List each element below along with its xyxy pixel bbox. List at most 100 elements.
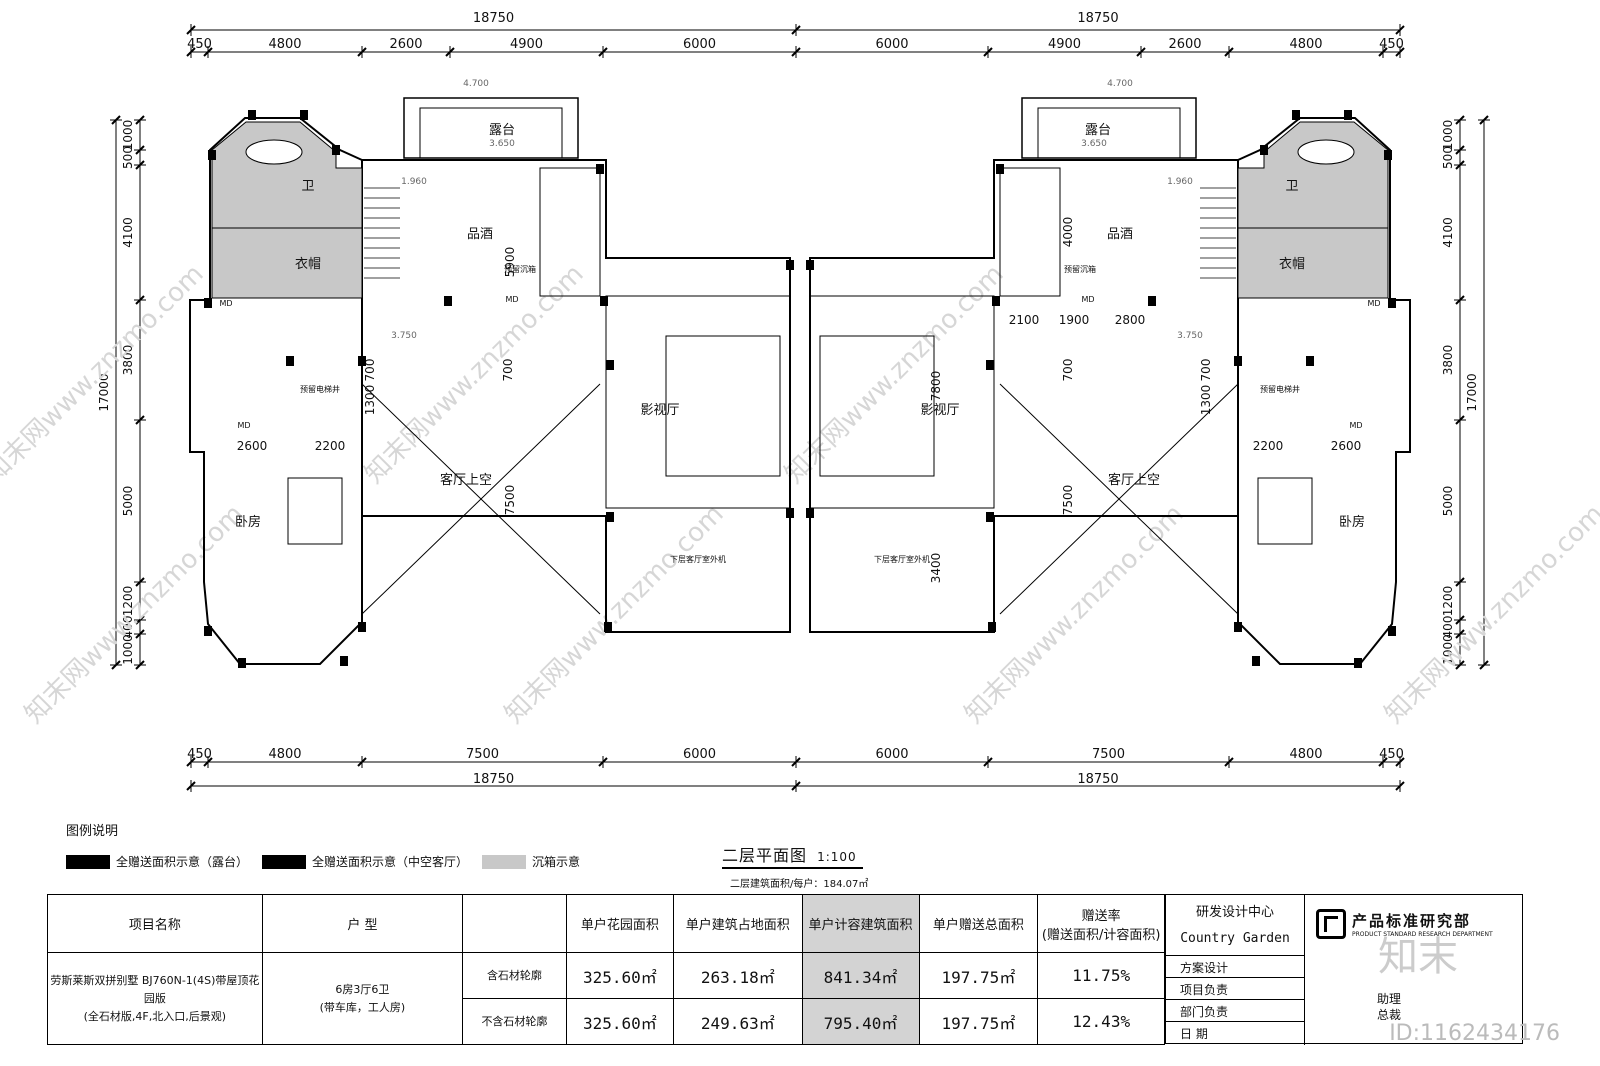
project-note: (全石材版,4F,北入口,后景观)	[83, 1009, 227, 1023]
left-dim-label: 4100	[121, 217, 135, 248]
row1-variant: 含石材轮廓	[462, 952, 567, 999]
top-seg-dim-tick	[1378, 47, 1388, 57]
dim-5900: 5900	[503, 247, 517, 278]
room-theater-label: 影视厅	[920, 403, 959, 418]
company-name: Country Garden	[1180, 931, 1290, 946]
header-variant-blank	[462, 894, 567, 953]
left-dim-tick	[135, 415, 145, 425]
legend-swatch-void	[262, 854, 307, 869]
md-label: MD	[237, 421, 250, 430]
top-seg-dim-tick	[1224, 47, 1234, 57]
column-block	[1234, 622, 1242, 632]
left-dim-label: 1000	[121, 120, 135, 151]
bottom-total-dim-tick	[186, 781, 196, 791]
project-name: 劳斯莱斯双拼别墅 BJ760N-1(4S)带屋顶花园版	[50, 973, 260, 1005]
top-seg-dim-label: 4800	[1289, 37, 1322, 52]
legend-items: 全赠送面积示意（露台） 全赠送面积示意（中空客厅） 沉箱示意	[66, 853, 580, 870]
right-dim-tick	[1455, 660, 1465, 670]
top-seg-dim-tick	[357, 47, 367, 57]
column-block	[340, 656, 348, 666]
legend-label-void: 全赠送面积示意（中空客厅）	[312, 855, 469, 869]
column-block	[1388, 298, 1396, 308]
md-label: MD	[1349, 421, 1362, 430]
terrace-inner	[1037, 107, 1181, 159]
dim-7800: 7800	[929, 371, 943, 402]
dim-2600: 2600	[237, 439, 268, 453]
room-void-label: 客厅上空	[440, 472, 492, 488]
row2-gift: 197.75㎡	[918, 998, 1039, 1045]
row1-far: 841.34㎡	[801, 952, 920, 999]
top-total-dim-tick	[186, 25, 196, 35]
top-seg-dim-tick	[791, 47, 801, 57]
row2-variant: 不含石材轮廓	[462, 998, 567, 1045]
bottom-total-dim-tick	[791, 781, 801, 791]
column-block	[238, 658, 246, 668]
column-block	[806, 260, 814, 270]
bottom-seg-dim-label: 6000	[875, 747, 908, 762]
header-rate-main: 赠送率	[1081, 908, 1121, 924]
top-seg-dim-tick	[186, 47, 196, 57]
right-overall-dim-tick	[1479, 660, 1489, 670]
dim-2600: 2600	[1331, 439, 1362, 453]
signature-labels: 助理 总裁	[1377, 991, 1401, 1023]
top-seg-dim-label: 4800	[268, 37, 301, 52]
right-dim-label: 500	[1441, 146, 1455, 169]
column-block	[1252, 656, 1260, 666]
md-label: MD	[1081, 295, 1094, 304]
room-bedroom-label: 卧房	[235, 514, 261, 530]
watermark-site: 知末网www.znzmo.com	[359, 259, 590, 490]
right-dim-tick	[1455, 160, 1465, 170]
type-note: (带车库，工人房)	[319, 1000, 406, 1014]
sign-row-date: 日 期	[1180, 1027, 1208, 1041]
logo-name: 产品标准研究部	[1352, 912, 1472, 930]
dim-700: 700	[501, 359, 515, 382]
unit-outer-wall	[189, 117, 363, 665]
theater-outline	[809, 295, 995, 509]
top-seg-dim-tick	[1136, 47, 1146, 57]
top-total-dim-label: 18750	[1077, 11, 1118, 26]
column-block	[204, 626, 212, 636]
column-block	[300, 110, 308, 120]
bottom-seg-dim-label: 450	[187, 747, 212, 762]
bottom-total-dim-label: 18750	[1077, 772, 1118, 787]
column-block	[1306, 356, 1314, 366]
top-seg-dim-label: 6000	[875, 37, 908, 52]
sunken-area	[1237, 121, 1389, 299]
dim-1300: 1300	[363, 385, 377, 416]
right-dim-label: 4100	[1441, 217, 1455, 248]
room-wardrobe-label: 衣帽	[295, 256, 321, 272]
dim-2200: 2200	[1253, 439, 1284, 453]
column-block	[358, 622, 366, 632]
logo-en: PRODUCT STANDARD RESEARCH DEPARTMENT	[1352, 931, 1493, 938]
row1-gift: 197.75㎡	[918, 952, 1039, 999]
legend-swatch-sunken	[482, 854, 527, 869]
column-block	[1384, 150, 1392, 160]
room-wine-label: 品酒	[1107, 227, 1133, 242]
elevation-label: 1.960	[1167, 177, 1193, 187]
right-dim-tick	[1455, 577, 1465, 587]
room-terrace-label: 露台	[489, 123, 515, 138]
column-block	[358, 356, 366, 366]
bottom-seg-dim-tick	[1395, 757, 1405, 767]
left-dim-tick	[135, 660, 145, 670]
top-seg-dim-label: 450	[187, 37, 212, 52]
row1-rate: 11.75%	[1037, 952, 1165, 999]
bottom-seg-dim-label: 6000	[683, 747, 716, 762]
top-seg-dim-label: 450	[1379, 37, 1404, 52]
left-dim-tick	[135, 577, 145, 587]
elevation-label: 3.750	[1177, 331, 1203, 341]
right-dim-label: 1200	[1441, 586, 1455, 617]
dim-700: 700	[1199, 359, 1213, 382]
dimension-lines	[110, 24, 1490, 792]
column-block	[806, 508, 814, 518]
theater-rug	[665, 335, 781, 477]
column-block	[986, 360, 994, 370]
dim-1300: 1300	[1199, 385, 1213, 416]
watermark-id: ID:1162434176	[1389, 1021, 1560, 1046]
row2-footprint: 249.63㎡	[673, 998, 803, 1045]
right-dim-label: 1000	[1441, 120, 1455, 151]
plan-title-scale: 1:100	[817, 850, 857, 864]
right-dim-tick	[1455, 295, 1465, 305]
column-block	[248, 110, 256, 120]
